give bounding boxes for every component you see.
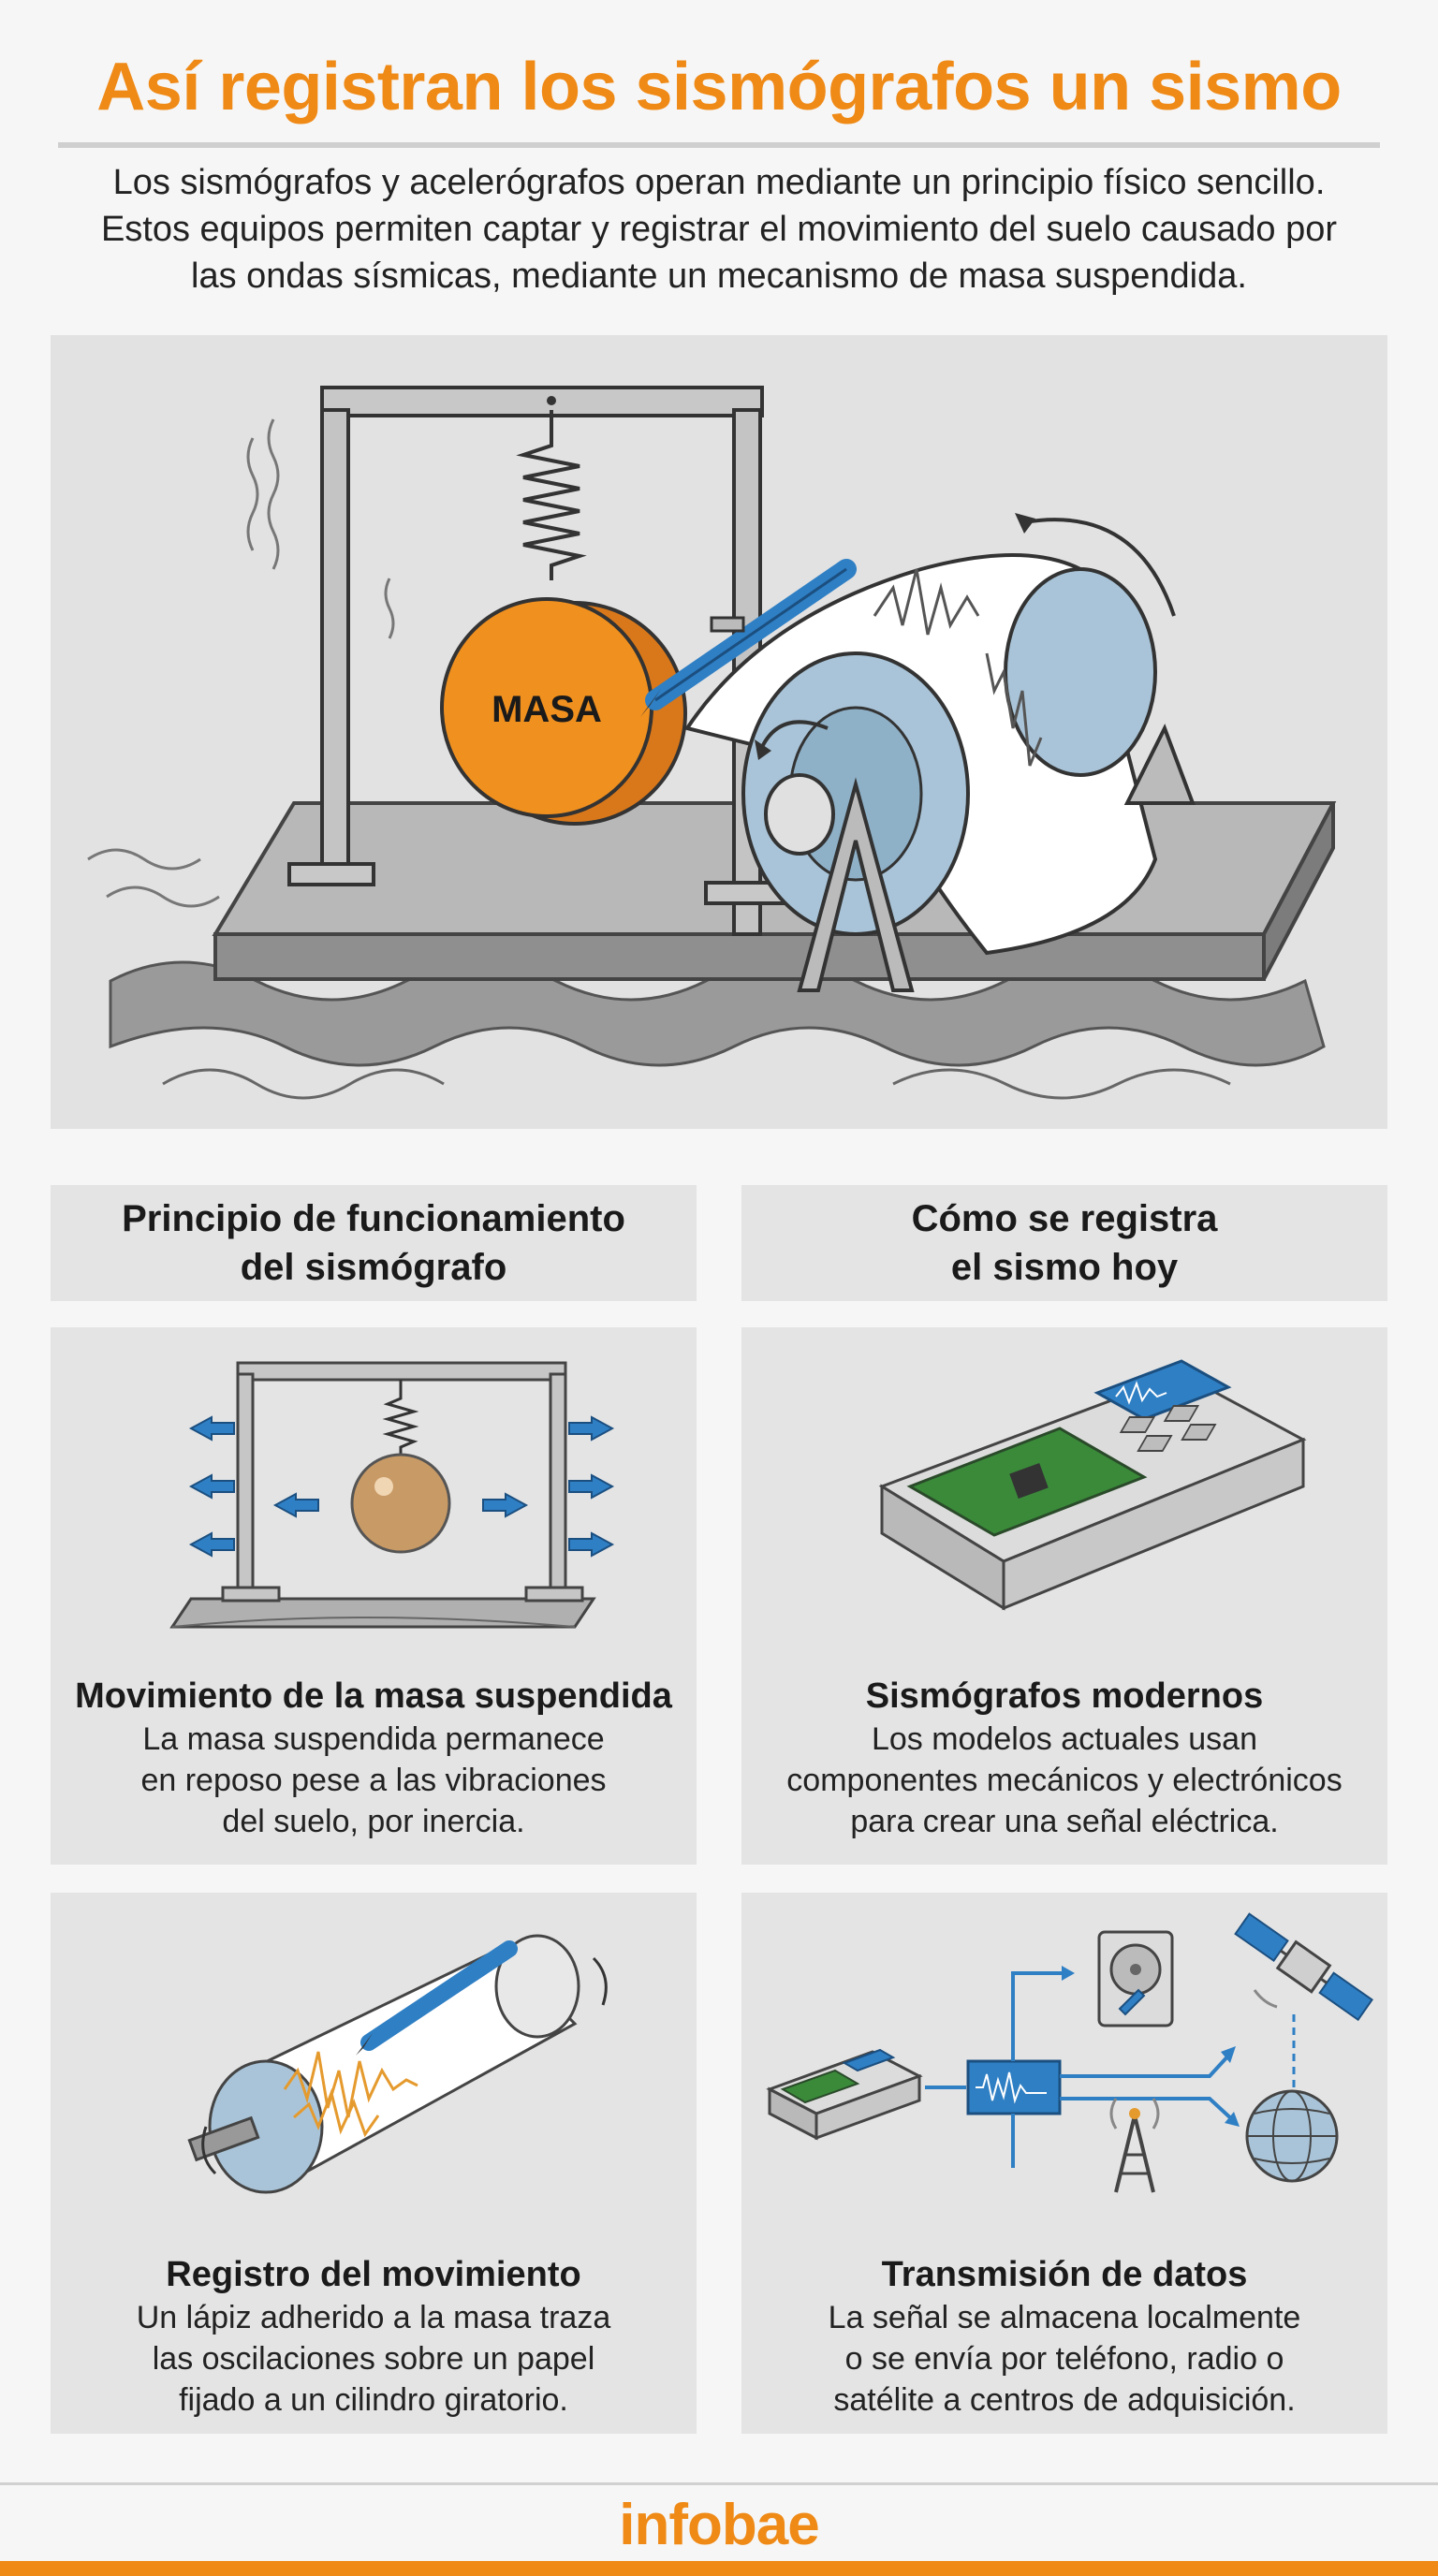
card-mass-movement: Movimiento de la masa suspendida La masa…: [51, 1327, 697, 1865]
card-body-line: La masa suspendida permanece: [142, 1721, 605, 1757]
intro-line: Los sismógrafos y acelerógrafos operan m…: [112, 163, 1326, 202]
brand-logo: infobae: [619, 2493, 819, 2557]
card-body-line: las oscilaciones sobre un papel: [152, 2341, 595, 2377]
column-heading-principle: Principio de funcionamiento del sismógra…: [51, 1185, 697, 1301]
title-divider: [58, 142, 1380, 148]
card-title: Transmisión de datos: [881, 2255, 1248, 2294]
card-recording: Registro del movimiento Un lápiz adherid…: [51, 1893, 697, 2434]
page-title: Así registran los sismógrafos un sismo: [96, 50, 1342, 124]
card-body-line: La señal se almacena localmente: [828, 2300, 1301, 2335]
card-body-line: fijado a un cilindro giratorio.: [179, 2382, 568, 2418]
seismograph-drawing: MASA: [87, 386, 1337, 1100]
mass-frame-diagram: [169, 1361, 615, 1629]
seismograph-illustration: MASA: [51, 335, 1387, 1129]
bottom-accent-bar: [0, 2561, 1438, 2576]
heading-line: el sismo hoy: [950, 1247, 1179, 1288]
mass-label: MASA: [492, 689, 602, 730]
card-body-line: Un lápiz adherido a la masa traza: [136, 2300, 611, 2335]
intro-line: las ondas sísmicas, mediante un mecanism…: [191, 256, 1247, 296]
card-title: Sismógrafos modernos: [865, 1676, 1264, 1716]
data-transmission-diagram: [766, 1912, 1373, 2193]
heading-line: del sismógrafo: [240, 1247, 507, 1288]
heading-line: Principio de funcionamiento: [122, 1198, 625, 1239]
card-body-line: Los modelos actuales usan: [871, 1721, 1258, 1757]
card-transmission: Transmisión de datos La señal se almacen…: [741, 1893, 1387, 2434]
card-title: Movimiento de la masa suspendida: [75, 1676, 672, 1716]
card-body-line: en reposo pese a las vibraciones: [140, 1763, 607, 1798]
card-text-block: Registro del movimiento Un lápiz adherid…: [51, 2252, 697, 2421]
card-text-block: Transmisión de datos La señal se almacen…: [741, 2252, 1387, 2421]
modern-device-illustration: [878, 1359, 1307, 1611]
footer-divider: [0, 2482, 1438, 2485]
card-text-block: Movimiento de la masa suspendida La masa…: [51, 1674, 697, 1842]
card-body-line: para crear una señal eléctrica.: [850, 1804, 1279, 1839]
intro-paragraph: Los sismógrafos y acelerógrafos operan m…: [47, 159, 1391, 300]
intro-line: Estos equipos permiten captar y registra…: [100, 210, 1338, 249]
card-modern-seismographs: Sismógrafos modernos Los modelos actuale…: [741, 1327, 1387, 1865]
card-text-block: Sismógrafos modernos Los modelos actuale…: [741, 1674, 1387, 1842]
card-title: Registro del movimiento: [166, 2255, 581, 2294]
card-body-line: del suelo, por inercia.: [222, 1804, 525, 1839]
column-heading-today: Cómo se registra el sismo hoy: [741, 1185, 1387, 1301]
card-body-line: componentes mecánicos y electrónicos: [786, 1763, 1343, 1798]
heading-line: Cómo se registra: [911, 1198, 1218, 1239]
card-body-line: satélite a centros de adquisición.: [833, 2382, 1296, 2418]
drum-recording-illustration: [187, 1934, 608, 2194]
card-body-line: o se envía por teléfono, radio o: [844, 2341, 1284, 2377]
